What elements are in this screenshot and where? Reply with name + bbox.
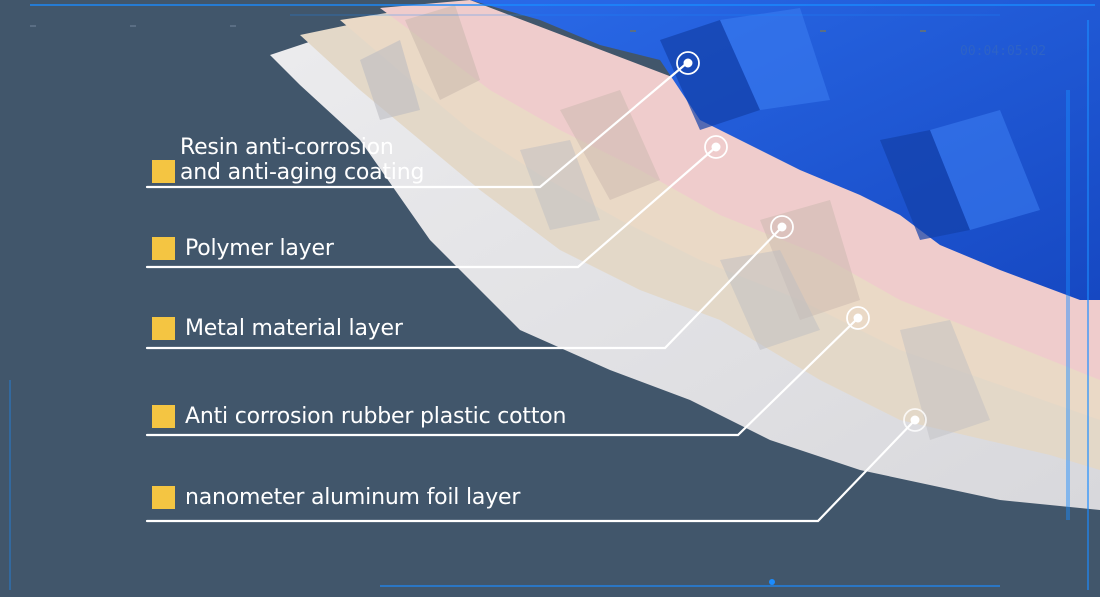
label-rubber-text: Anti corrosion rubber plastic cotton (185, 404, 567, 429)
ruler-ticks (30, 25, 926, 32)
leader-line-resin (145, 61, 689, 189)
leader-line-polymer (145, 145, 718, 269)
label-polymer-layer: Polymer layer (152, 236, 334, 261)
label-foil-text: nanometer aluminum foil layer (185, 485, 521, 510)
target-marker-foil (903, 408, 927, 432)
resin-rib-highlight (720, 8, 830, 110)
label-resin-line-1: Resin anti-corrosion (180, 135, 394, 160)
label-metal-layer: Metal material layer (152, 316, 403, 341)
label-rubber-layer: Anti corrosion rubber plastic cotton (152, 404, 566, 429)
bullet-square (152, 405, 175, 428)
hud-frame (9, 4, 1095, 590)
leader-lines (145, 61, 917, 523)
target-marker-polymer (704, 135, 728, 159)
bullet-square (152, 317, 175, 340)
label-resin-line-2: and anti-aging coating (180, 160, 425, 185)
target-marker-resin (676, 51, 700, 75)
rib-shading (560, 90, 660, 200)
resin-rib-highlight (930, 110, 1040, 230)
label-polymer-text: Polymer layer (185, 236, 334, 261)
polymer-layer-shape (380, 0, 1100, 380)
timecode: 00:04:05:02 (960, 44, 1046, 59)
target-markers (676, 51, 927, 432)
bullet-square (152, 486, 175, 509)
leader-line-metal (145, 225, 784, 350)
rib-shading (720, 250, 820, 350)
rib-shading (360, 40, 420, 120)
leader-line-rubber (145, 316, 860, 437)
label-resin-coating: Resin anti-corrosion and anti-aging coat… (152, 135, 440, 185)
rib-shading (900, 320, 990, 440)
bullet-square (152, 160, 175, 183)
resin-rib (880, 130, 970, 240)
rib-shading (520, 140, 600, 230)
bullet-square (152, 237, 175, 260)
label-metal-text: Metal material layer (185, 316, 403, 341)
target-marker-rubber (846, 306, 870, 330)
label-foil-layer: nanometer aluminum foil layer (152, 485, 520, 510)
rib-shading (405, 5, 480, 100)
resin-rib (660, 20, 760, 130)
target-marker-metal (770, 215, 794, 239)
leader-line-foil (145, 418, 917, 523)
